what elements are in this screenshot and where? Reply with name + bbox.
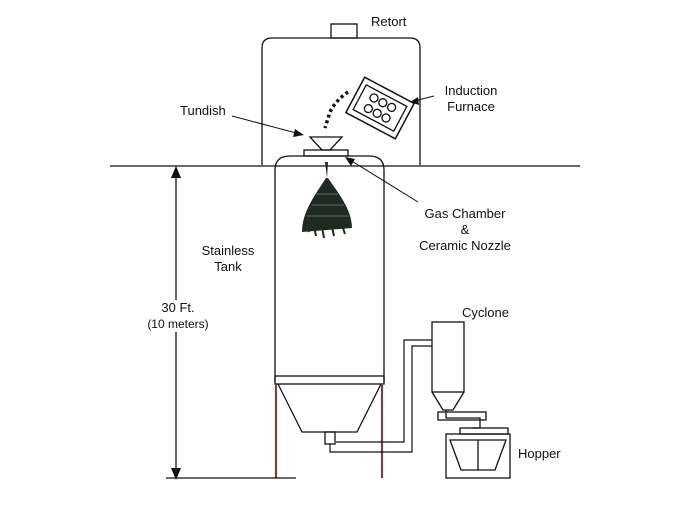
tank-label-line2: Tank — [214, 259, 242, 274]
tundish-label: Tundish — [180, 103, 226, 118]
atomized-spray — [302, 162, 352, 239]
gas-chamber-label: Gas Chamber & Ceramic Nozzle — [405, 206, 525, 254]
tank-label-line1: Stainless — [201, 243, 255, 258]
induction-label-line1: Induction — [444, 83, 498, 98]
gas-chamber-line3: Ceramic Nozzle — [419, 238, 511, 253]
height-label-m: (10 meters) — [147, 317, 209, 331]
cyclone-label: Cyclone — [462, 305, 509, 320]
stainless-tank-label: Stainless Tank — [188, 243, 268, 275]
height-label: 30 Ft. (10 meters) — [128, 300, 228, 332]
outlet-stub — [324, 431, 336, 445]
gas-chamber-line1: Gas Chamber — [424, 206, 506, 221]
induction-furnace-label: Induction Furnace — [436, 83, 506, 115]
induction-label-line2: Furnace — [447, 99, 495, 114]
hopper-body — [445, 433, 511, 479]
cyclone-body — [431, 321, 465, 393]
gas-chamber-line2: & — [460, 222, 470, 237]
height-label-ft: 30 Ft. — [161, 300, 195, 315]
outlet-duct — [329, 345, 432, 453]
tank-band — [274, 375, 385, 385]
tank-cone — [277, 383, 382, 433]
induction-furnace — [344, 76, 416, 140]
nozzle-plate — [303, 149, 349, 157]
retort-cap — [330, 23, 358, 39]
cyclone-pipe — [445, 410, 481, 429]
pour-stream — [323, 90, 349, 129]
gas-chamber-leader — [349, 159, 419, 203]
stainless-tank — [274, 155, 385, 382]
cyclone-cone — [431, 391, 465, 411]
tundish-leader — [231, 115, 301, 135]
retort-label: Retort — [371, 14, 407, 29]
hopper-label: Hopper — [518, 446, 561, 461]
tundish — [308, 136, 344, 151]
hopper-lid — [459, 427, 509, 435]
